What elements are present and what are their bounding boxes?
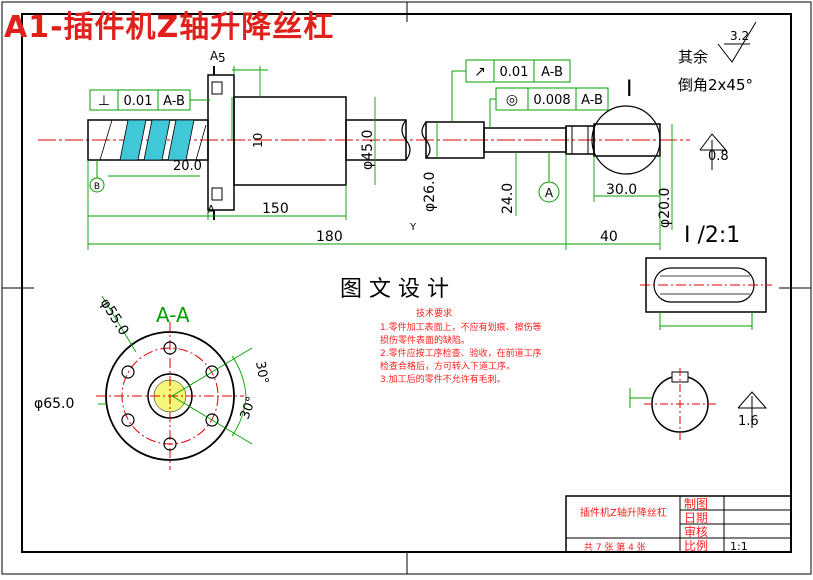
svg-text:⊥: ⊥ xyxy=(98,93,110,109)
dim-150: 150 xyxy=(262,201,289,217)
roughness-16: 1.6 xyxy=(737,391,768,429)
dim-180: 180 xyxy=(316,229,343,245)
note-line: 2.零件应按工序检查、验收，在前道工序 xyxy=(380,347,542,359)
svg-text:B: B xyxy=(94,182,100,192)
notes-heading: 技术要求 xyxy=(416,307,452,319)
section-title: A-A xyxy=(156,303,190,327)
svg-text:0.01: 0.01 xyxy=(124,94,153,109)
dim-20: 20.0 xyxy=(173,159,202,174)
overlay-title: A1-插件机Z轴升降丝杠 xyxy=(4,10,335,45)
datum-b-marker: B xyxy=(89,160,105,193)
dim-phi45: φ45.0 xyxy=(360,130,376,170)
main-shaft-view: B A A A xyxy=(38,21,757,250)
note-line: 1.零件加工表面上，不应有划痕、擦伤等 xyxy=(380,321,542,333)
tb-label: 审核 xyxy=(684,524,708,539)
title-block xyxy=(565,495,792,553)
tol-concentric: ◎ 0.008 A-B xyxy=(489,87,609,128)
svg-text:0.8: 0.8 xyxy=(708,149,729,164)
tb-label: 比例 xyxy=(684,539,708,553)
thread-hatch xyxy=(99,119,207,161)
dim-40: 40 xyxy=(600,229,618,245)
technical-notes: 技术要求 1.零件加工表面上，不应有划痕、擦伤等 损伤零件表面的缺陷。 2.零件… xyxy=(380,307,542,385)
dim-30: 30.0 xyxy=(606,182,637,198)
chamfer-note: 倒角2x45° xyxy=(678,76,753,94)
svg-text:A-B: A-B xyxy=(541,65,563,80)
section-a-a: A-A φ55.0 φ65.0 30° 30° xyxy=(34,296,271,470)
svg-text:A: A xyxy=(545,186,554,200)
note-line: 损伤零件表面的缺陷。 xyxy=(380,334,470,346)
dim-phi65: φ65.0 xyxy=(34,396,74,412)
dim-24: 24.0 xyxy=(500,183,516,214)
bolt-holes xyxy=(121,341,219,451)
dim-phi55: φ55.0 xyxy=(97,296,132,339)
roughness-top: 3.2 xyxy=(717,21,757,63)
detail-scale-label: I /2:1 xyxy=(684,223,740,248)
scale-value: 1:1 xyxy=(730,540,748,553)
svg-text:◎: ◎ xyxy=(506,92,518,108)
svg-text:1.6: 1.6 xyxy=(738,414,759,429)
part-name: 插件机Z轴升降丝杠 xyxy=(580,506,667,519)
detail-circle xyxy=(591,105,661,175)
svg-text:A-B: A-B xyxy=(163,94,185,109)
tb-label: 日期 xyxy=(684,511,708,525)
svg-text:3.2: 3.2 xyxy=(730,29,749,43)
detail-label: I xyxy=(626,77,633,102)
detail-view: I /2:1 1.6 xyxy=(629,223,772,440)
dim-30deg-b: 30° xyxy=(238,395,260,422)
main-dimension-lines xyxy=(87,66,673,250)
dim-5: 5 xyxy=(218,51,226,65)
svg-text:A-B: A-B xyxy=(581,93,603,108)
note-line: 3.加工后的零件不允许有毛刺。 xyxy=(380,373,506,385)
section-mark-top: A xyxy=(210,49,219,63)
dim-phi26: φ26.0 xyxy=(422,172,438,212)
dim-30deg-a: 30° xyxy=(252,360,271,385)
note-line: 检查合格后，方可转入下道工序。 xyxy=(380,360,515,372)
break-line-left xyxy=(401,119,411,161)
roughness-08: 0.8 xyxy=(699,133,729,170)
sheet-info: 共 7 张 第 4 张 xyxy=(584,541,646,553)
tol-runout: ↗ 0.01 A-B xyxy=(451,59,571,122)
rest-label: 其余 xyxy=(678,48,708,66)
tol-perpendicular: ⊥ 0.01 A-B xyxy=(89,89,210,111)
tb-label: 制图 xyxy=(684,497,708,511)
datum-a-marker: A xyxy=(538,152,560,203)
svg-text:Y: Y xyxy=(409,222,417,233)
svg-text:↗: ↗ xyxy=(474,64,486,80)
svg-text:0.008: 0.008 xyxy=(533,93,570,108)
section-mark-bottom: A xyxy=(207,203,216,217)
svg-text:0.01: 0.01 xyxy=(500,65,529,80)
dim-phi20: φ20.0 xyxy=(657,188,673,228)
dim-10: 10 xyxy=(251,133,265,148)
drawing-title: 图 文 设 计 xyxy=(340,277,449,302)
